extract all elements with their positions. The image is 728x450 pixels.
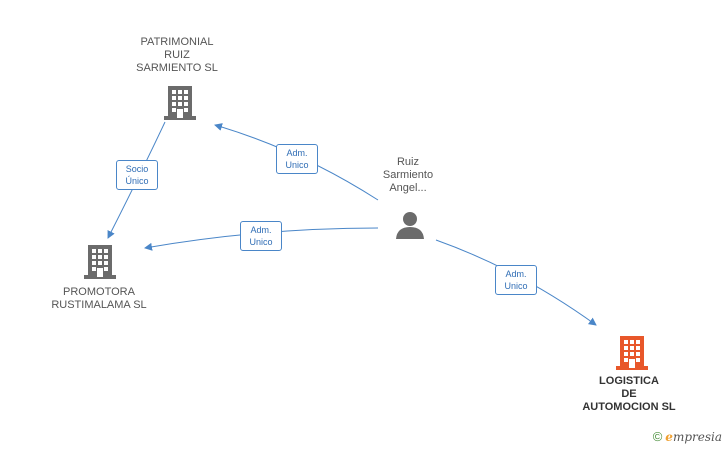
building-icon[interactable] xyxy=(616,334,648,370)
edge-label-socio-unico: Socio Único xyxy=(116,160,158,190)
node-label-patrimonial[interactable]: PATRIMONIAL RUIZ SARMIENTO SL xyxy=(136,36,218,74)
building-icon[interactable] xyxy=(84,243,116,279)
edge-label-adm-unico: Adm. Unico xyxy=(240,221,282,251)
edge-label-adm-unico: Adm. Unico xyxy=(276,144,318,174)
edge-label-adm-unico: Adm. Unico xyxy=(495,265,537,295)
building-icon[interactable] xyxy=(164,84,196,120)
copyright-symbol: © xyxy=(652,429,663,444)
node-label-promotora[interactable]: PROMOTORA RUSTIMALAMA SL xyxy=(51,286,147,311)
brand-logo[interactable]: empresia xyxy=(665,429,722,444)
footer-brand: © empresia xyxy=(653,429,722,444)
person-icon[interactable] xyxy=(395,210,425,240)
node-label-logistica[interactable]: LOGISTICA DE AUTOMOCION SL xyxy=(582,375,676,413)
node-label-person[interactable]: Ruiz Sarmiento Angel... xyxy=(382,156,434,194)
